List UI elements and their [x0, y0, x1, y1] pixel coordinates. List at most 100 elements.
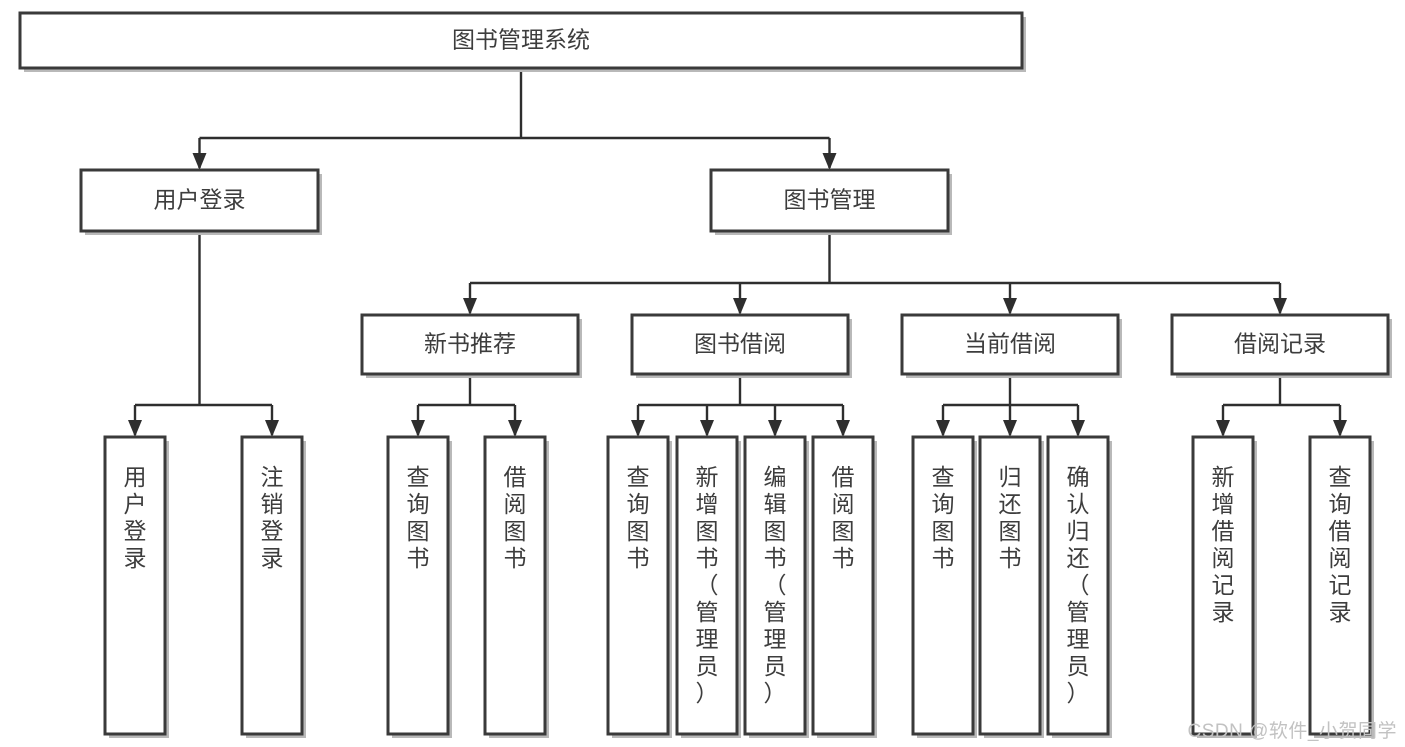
node-label: 还 — [1067, 545, 1090, 571]
node-label: 户 — [124, 491, 147, 517]
node-label: 辑 — [764, 491, 787, 517]
node-label: 查 — [627, 464, 650, 490]
node-label: 增 — [696, 491, 719, 517]
node-label: 录 — [261, 545, 284, 571]
node-label: （ — [764, 572, 787, 598]
node-label: 查 — [1329, 464, 1352, 490]
node-label: 图 — [407, 518, 430, 544]
node-label: 用 — [124, 464, 147, 490]
node-label: 确 — [1067, 464, 1090, 490]
node-root[interactable]: 图书管理系统 — [18, 11, 1026, 72]
node-book-borrow[interactable]: 图书借阅 — [630, 313, 852, 378]
node-label: 书 — [832, 545, 855, 571]
node-label: 管 — [696, 599, 719, 625]
node-label: （ — [696, 572, 719, 598]
node-label: 管 — [1067, 599, 1090, 625]
node-label: （ — [1067, 572, 1090, 598]
node-label: 借 — [832, 464, 855, 490]
node-label: 书 — [504, 545, 527, 571]
node-label: 理 — [764, 626, 787, 652]
node-label: ） — [1067, 680, 1090, 706]
node-label: 询 — [627, 491, 650, 517]
node-label: ） — [764, 680, 787, 706]
node-label: 员 — [696, 653, 719, 679]
node-label: 归 — [1067, 518, 1090, 544]
node-label: 图 — [696, 518, 719, 544]
node-label: 询 — [932, 491, 955, 517]
edges-layer — [128, 68, 1347, 437]
node-book-manage[interactable]: 图书管理 — [709, 168, 952, 235]
node-label: 借 — [1329, 518, 1352, 544]
node-label: 新书推荐 — [424, 331, 516, 357]
node-label: 管 — [764, 599, 787, 625]
node-label: 录 — [124, 545, 147, 571]
node-label: 增 — [1212, 491, 1235, 517]
node-label: 图 — [932, 518, 955, 544]
node-label: 借 — [504, 464, 527, 490]
watermark: CSDN @软件_小贺同学 — [1187, 721, 1397, 742]
node-label: 登 — [261, 518, 284, 544]
node-label: 书 — [764, 545, 787, 571]
node-label: 用户登录 — [154, 187, 246, 213]
node-label: 图 — [627, 518, 650, 544]
node-label: 书 — [696, 545, 719, 571]
node-label: ） — [696, 680, 719, 706]
node-label: 归 — [999, 464, 1022, 490]
node-label: 录 — [1212, 599, 1235, 625]
node-current-borrow[interactable]: 当前借阅 — [900, 313, 1122, 378]
node-label: 注 — [261, 464, 284, 490]
node-label: 阅 — [504, 491, 527, 517]
node-label: 阅 — [1329, 545, 1352, 571]
node-label: 新 — [1212, 464, 1235, 490]
node-label: 记 — [1329, 572, 1352, 598]
node-label: 编 — [764, 464, 787, 490]
node-label: 借 — [1212, 518, 1235, 544]
node-label: 图书借阅 — [694, 331, 786, 357]
node-label: 查 — [407, 464, 430, 490]
node-label: 图 — [764, 518, 787, 544]
node-label: 查 — [932, 464, 955, 490]
node-new-book-rec[interactable]: 新书推荐 — [360, 313, 582, 378]
node-label: 图 — [999, 518, 1022, 544]
node-label: 图 — [832, 518, 855, 544]
node-user-login[interactable]: 用户登录 — [79, 168, 322, 235]
node-label: 录 — [1329, 599, 1352, 625]
node-label: 图书管理 — [784, 187, 876, 213]
node-label: 还 — [999, 491, 1022, 517]
node-label: 图书管理系统 — [452, 27, 590, 53]
node-label: 销 — [261, 491, 284, 517]
node-label: 理 — [696, 626, 719, 652]
node-leaf-user-login[interactable]: 用户登录 — [103, 435, 169, 738]
node-label: 认 — [1067, 491, 1090, 517]
node-label: 当前借阅 — [964, 331, 1056, 357]
node-label: 询 — [407, 491, 430, 517]
node-label: 阅 — [1212, 545, 1235, 571]
node-label: 询 — [1329, 491, 1352, 517]
node-borrow-record[interactable]: 借阅记录 — [1170, 313, 1392, 378]
node-label: 新 — [696, 464, 719, 490]
node-label: 登 — [124, 518, 147, 544]
node-label: 书 — [407, 545, 430, 571]
node-label: 理 — [1067, 626, 1090, 652]
node-label: 借阅记录 — [1234, 331, 1326, 357]
node-label: 图 — [504, 518, 527, 544]
nodes-layer: 图书管理系统用户登录图书管理新书推荐图书借阅当前借阅借阅记录用户登录注销登录查询… — [18, 11, 1392, 738]
node-label: 书 — [627, 545, 650, 571]
node-label: 员 — [1067, 653, 1090, 679]
node-label: 书 — [932, 545, 955, 571]
node-label: 书 — [999, 545, 1022, 571]
node-label: 员 — [764, 653, 787, 679]
